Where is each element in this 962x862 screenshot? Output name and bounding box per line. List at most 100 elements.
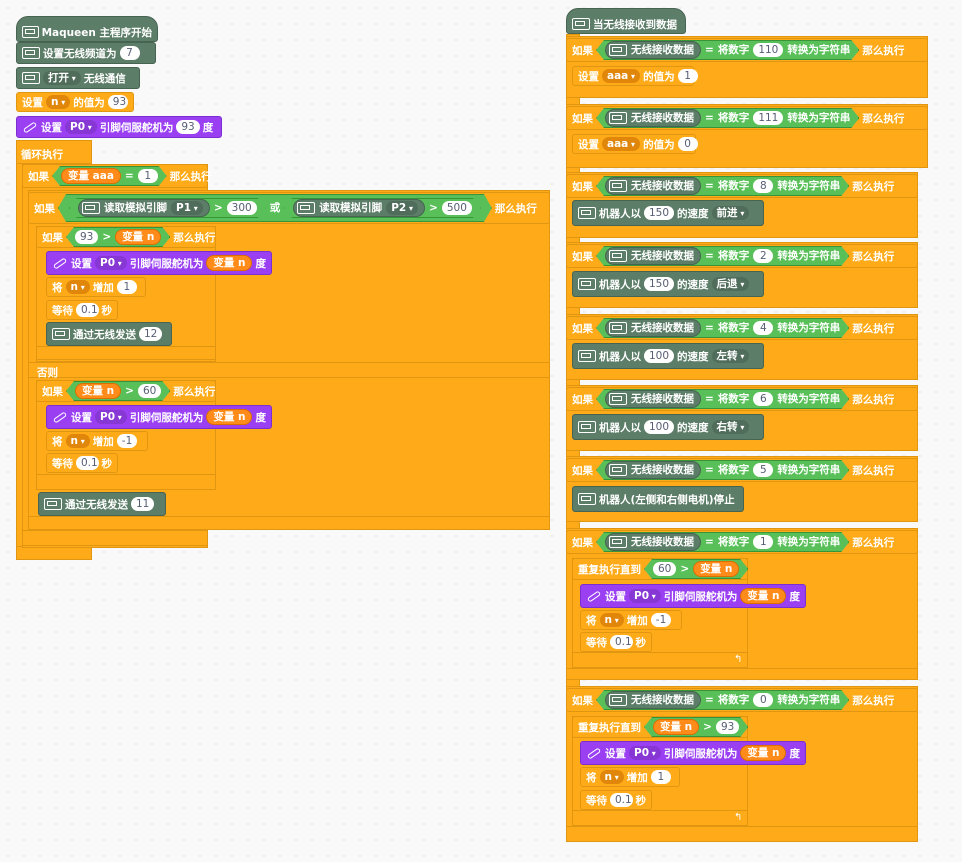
n-value-input[interactable]: 93 (107, 95, 128, 109)
pin-p2-dropdown[interactable]: P2 (386, 201, 418, 215)
if-receive-2-block[interactable]: 如果 无线接收数据 = 将数字 2 转换为字符串 那么执行 (566, 244, 918, 268)
wait-value-input[interactable]: 0.1 (610, 635, 633, 649)
if-receive-6-block[interactable]: 如果 无线接收数据 = 将数字 6 转换为字符串 那么执行 (566, 387, 918, 411)
change-n-block[interactable]: 将 n 增加 1 (580, 767, 680, 787)
robot-move-block[interactable]: 机器人以 150 的速度 前进 (572, 200, 764, 226)
send-value-input[interactable]: 11 (131, 497, 155, 511)
variable-dropdown[interactable]: n (65, 280, 90, 294)
variable-n-reporter[interactable]: 变量 n (206, 255, 253, 271)
robot-move-block[interactable]: 机器人以 100 的速度 左转 (572, 343, 764, 369)
wait-block[interactable]: 等待 0.1 秒 (46, 300, 118, 320)
add-value-input[interactable]: 1 (116, 280, 137, 294)
number-input[interactable]: 4 (753, 321, 773, 335)
variable-n-reporter[interactable]: 变量 n (206, 409, 253, 425)
receive-data-reporter[interactable]: 无线接收数据 (605, 461, 701, 479)
number-input[interactable]: 111 (753, 111, 783, 125)
robot-move-block[interactable]: 机器人以 100 的速度 右转 (572, 414, 764, 440)
wait-block[interactable]: 等待 0.1 秒 (580, 632, 652, 652)
servo-block[interactable]: 设置 P0 引脚伺服舵机为 变量 n 度 (580, 741, 806, 765)
if-receive-8-block[interactable]: 如果 无线接收数据 = 将数字 8 转换为字符串 那么执行 (566, 174, 918, 198)
if-analog-or-block[interactable]: 如果 读取模拟引脚 P1 > 300 或 读取模拟引脚 P2 > 500 (28, 192, 550, 224)
pin-dropdown[interactable]: P0 (65, 120, 97, 134)
receive-data-reporter[interactable]: 无线接收数据 (605, 41, 701, 59)
send-value-input[interactable]: 12 (139, 327, 163, 341)
wait-value-input[interactable]: 0.1 (76, 303, 99, 317)
direction-dropdown[interactable]: 后退 (711, 277, 750, 291)
direction-dropdown[interactable]: 前进 (711, 206, 750, 220)
if-93-gt-n-block[interactable]: 如果 93 > 变量 n 那么执行 (36, 226, 216, 248)
receive-data-reporter[interactable]: 无线接收数据 (605, 319, 701, 337)
aaa-compare-input[interactable]: 1 (138, 169, 158, 183)
receive-data-reporter[interactable]: 无线接收数据 (605, 533, 701, 551)
variable-n-reporter[interactable]: 变量 n (740, 745, 787, 761)
set-variable-n-block[interactable]: 设置 n 的值为 93 (16, 92, 134, 112)
change-n-block[interactable]: 将 n 增加 1 (46, 277, 146, 297)
speed-input[interactable]: 150 (644, 206, 675, 220)
add-value-input[interactable]: -1 (650, 613, 672, 627)
radio-receive-hat[interactable]: 当无线接收到数据 (566, 8, 686, 34)
robot-stop-block[interactable]: 机器人(左侧和右侧电机)停止 (572, 486, 744, 512)
variable-n-reporter[interactable]: 变量 n (115, 229, 161, 245)
compare-input[interactable]: 60 (653, 562, 676, 576)
variable-n-reporter[interactable]: 变量 n (740, 588, 787, 604)
set-radio-channel-block[interactable]: 设置无线频道为 7 (16, 42, 156, 64)
equals-condition[interactable]: 无线接收数据 = 将数字 6 转换为字符串 (596, 389, 849, 409)
number-input[interactable]: 0 (753, 693, 773, 707)
equals-condition[interactable]: 无线接收数据 = 将数字 8 转换为字符串 (596, 176, 849, 196)
radio-send-block[interactable]: 通过无线发送 11 (38, 492, 166, 516)
if-receive-5-block[interactable]: 如果 无线接收数据 = 将数字 5 转换为字符串 那么执行 (566, 458, 918, 482)
read-analog-p1-reporter[interactable]: 读取模拟引脚 P1 (78, 199, 210, 217)
variable-dropdown[interactable]: aaa (602, 69, 641, 83)
number-input[interactable]: 2 (753, 249, 773, 263)
wait-value-input[interactable]: 0.1 (76, 456, 99, 470)
variable-aaa-reporter[interactable]: 变量 aaa (61, 168, 121, 184)
direction-dropdown[interactable]: 右转 (711, 420, 750, 434)
variable-n-reporter[interactable]: 变量 n (653, 719, 699, 735)
pin-dropdown[interactable]: P0 (629, 589, 661, 603)
servo-value-input[interactable]: 93 (176, 120, 200, 134)
equals-condition[interactable]: 无线接收数据 = 将数字 110 转换为字符串 (596, 40, 859, 60)
number-input[interactable]: 8 (753, 179, 773, 193)
if-receive-110-block[interactable]: 如果 无线接收数据 = 将数字 110 转换为字符串 那么执行 (566, 38, 928, 62)
if-receive-1-block[interactable]: 如果 无线接收数据 = 将数字 1 转换为字符串 那么执行 (566, 530, 918, 554)
speed-input[interactable]: 100 (644, 349, 675, 363)
add-value-input[interactable]: -1 (116, 434, 138, 448)
gt-condition[interactable]: 变量 n > 93 (644, 717, 748, 737)
variable-dropdown[interactable]: n (599, 613, 624, 627)
change-n-block[interactable]: 将 n 增加 -1 (580, 610, 682, 630)
if-aaa-block[interactable]: 如果 变量 aaa = 1 那么执行 (22, 164, 212, 188)
variable-n-reporter[interactable]: 变量 n (75, 383, 121, 399)
number-input[interactable]: 6 (753, 392, 773, 406)
pin-dropdown[interactable]: P0 (95, 256, 127, 270)
servo-block[interactable]: 设置 P0 引脚伺服舵机为 变量 n 度 (46, 251, 272, 275)
gt-condition-p2[interactable]: 读取模拟引脚 P2 > 500 (284, 198, 481, 218)
receive-data-reporter[interactable]: 无线接收数据 (605, 390, 701, 408)
receive-data-reporter[interactable]: 无线接收数据 (605, 109, 701, 127)
maqueen-start-hat[interactable]: Maqueen 主程序开始 (16, 16, 158, 42)
aaa-value-input[interactable]: 0 (677, 137, 698, 151)
receive-data-reporter[interactable]: 无线接收数据 (605, 691, 701, 709)
repeat-until-block[interactable]: 重复执行直到 60 > 变量 n (572, 558, 748, 580)
variable-dropdown[interactable]: n (65, 434, 90, 448)
equals-condition[interactable]: 无线接收数据 = 将数字 0 转换为字符串 (596, 690, 849, 710)
equals-condition[interactable]: 无线接收数据 = 将数字 4 转换为字符串 (596, 318, 849, 338)
num-60-input[interactable]: 60 (138, 384, 161, 398)
if-receive-0-block[interactable]: 如果 无线接收数据 = 将数字 0 转换为字符串 那么执行 (566, 688, 918, 712)
equals-condition[interactable]: 无线接收数据 = 将数字 1 转换为字符串 (596, 532, 849, 552)
radio-open-block[interactable]: 打开 无线通信 (16, 67, 140, 89)
variable-dropdown[interactable]: n (599, 770, 624, 784)
variable-dropdown[interactable]: aaa (602, 137, 641, 151)
open-dropdown[interactable]: 打开 (43, 71, 81, 85)
gt-condition[interactable]: 93 > 变量 n (66, 227, 170, 247)
variable-n-reporter[interactable]: 变量 n (693, 561, 739, 577)
servo-block[interactable]: 设置 P0 引脚伺服舵机为 93 度 (16, 116, 222, 138)
receive-data-reporter[interactable]: 无线接收数据 (605, 177, 701, 195)
number-input[interactable]: 5 (753, 463, 773, 477)
robot-move-block[interactable]: 机器人以 150 的速度 后退 (572, 271, 764, 297)
variable-dropdown[interactable]: n (46, 95, 71, 109)
direction-dropdown[interactable]: 左转 (711, 349, 750, 363)
p1-threshold-input[interactable]: 300 (227, 201, 257, 215)
gt-condition[interactable]: 60 > 变量 n (644, 559, 748, 579)
set-aaa-block[interactable]: 设置 aaa 的值为 1 (572, 66, 698, 86)
if-n-gt-60-block[interactable]: 如果 变量 n > 60 那么执行 (36, 380, 216, 402)
